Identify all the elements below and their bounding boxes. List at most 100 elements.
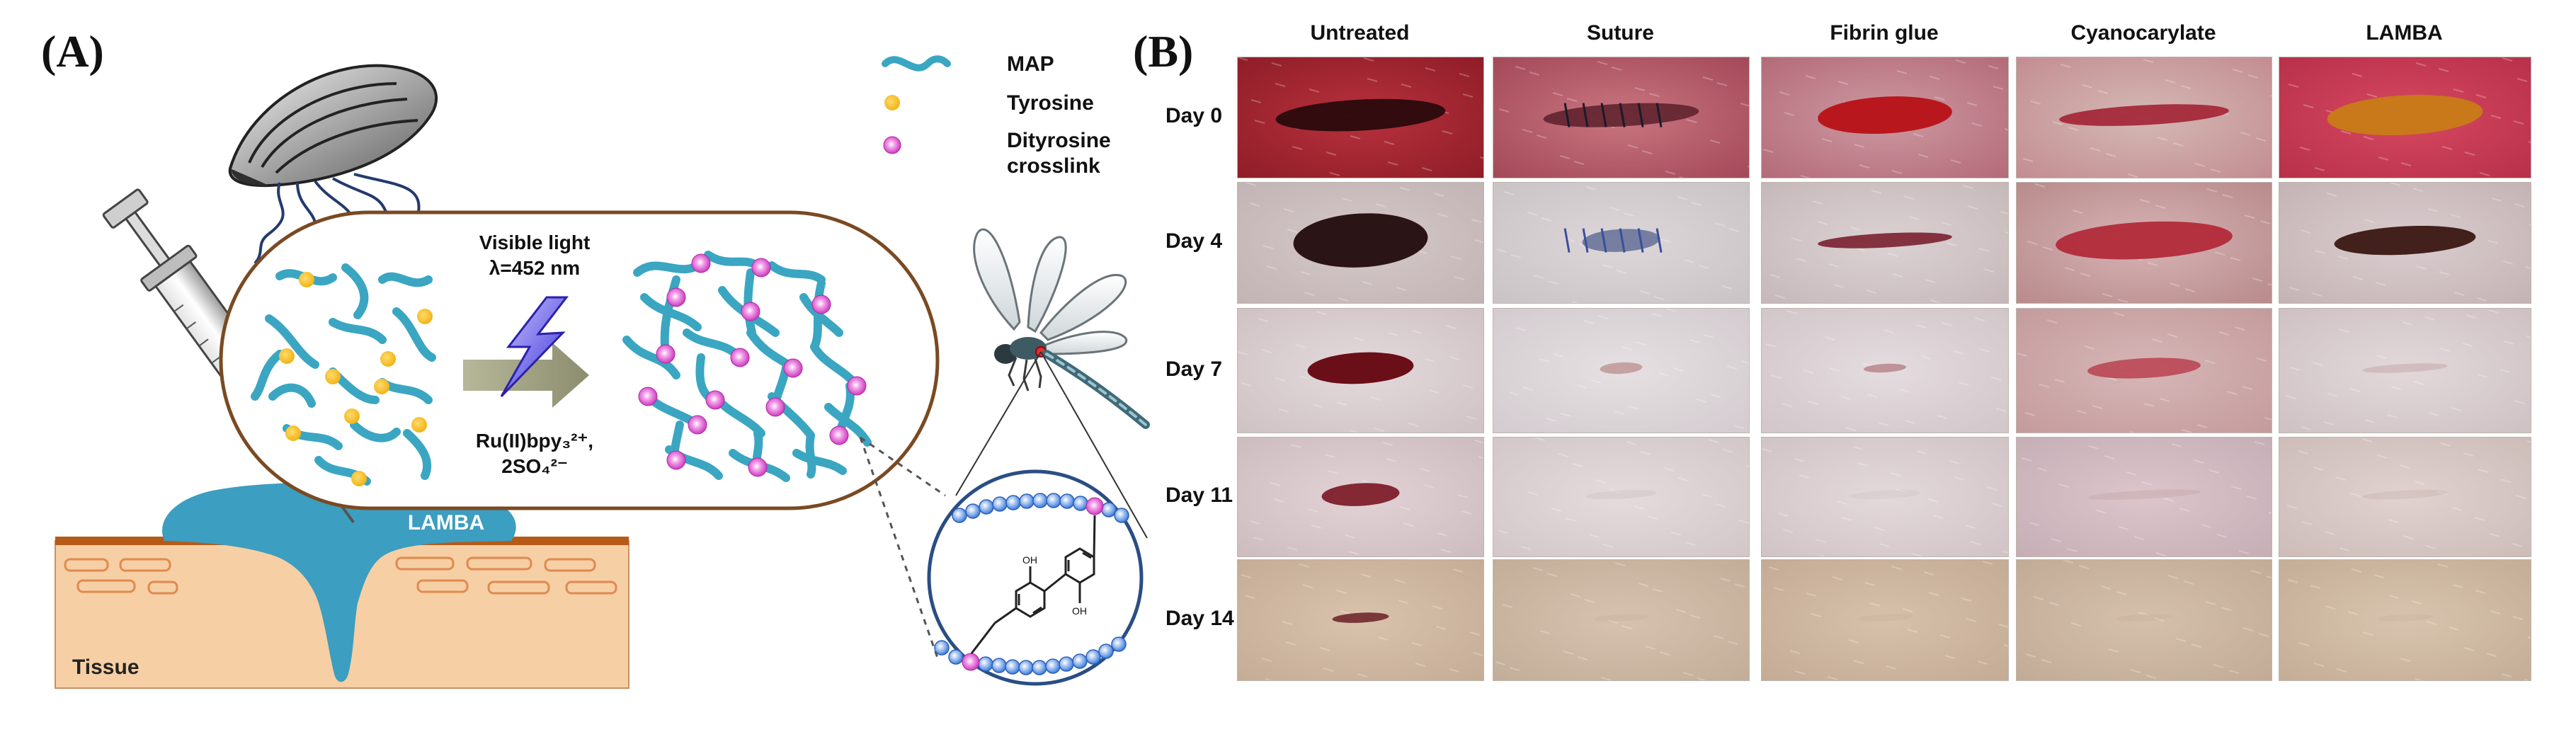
- fur-texture: [1727, 641, 1738, 645]
- fur-texture: [2206, 188, 2218, 193]
- fur-texture: [1634, 87, 1646, 91]
- fur-texture: [1454, 276, 1465, 280]
- fur-texture: [1510, 254, 1522, 258]
- wound-photo-graphic: [1246, 183, 1483, 302]
- dityrosine-molecule: [970, 515, 1096, 654]
- fur-texture: [1362, 480, 1373, 484]
- fur-texture: [2180, 85, 2192, 89]
- fur-texture: [2528, 141, 2531, 143]
- fur-texture: [2222, 194, 2233, 198]
- fur-texture: [1638, 583, 1649, 587]
- fur-texture: [1864, 582, 1876, 586]
- fur-texture: [1768, 566, 1779, 571]
- fur-texture: [1808, 401, 1819, 405]
- fur-texture: [2286, 395, 2297, 399]
- wound-photo-graphic: [2021, 441, 2272, 556]
- suture-stitch: [1563, 228, 1571, 253]
- fur-texture: [1934, 96, 1945, 101]
- mussel-shell: [228, 64, 438, 188]
- wound-photo: [1761, 437, 2009, 557]
- fur-texture: [1647, 515, 1658, 520]
- fur-texture: [1789, 650, 1801, 654]
- fur-texture: [2114, 312, 2125, 316]
- fur-texture: [1559, 155, 1571, 159]
- fur-texture: [2242, 627, 2254, 631]
- fur-texture: [2139, 199, 2150, 203]
- fur-texture: [1425, 67, 1436, 72]
- wound-photo: [1493, 308, 1750, 433]
- fur-texture: [1323, 668, 1334, 672]
- fur-texture: [2181, 429, 2192, 433]
- fur-texture: [2452, 584, 2463, 588]
- fur-texture: [1645, 646, 1656, 650]
- fur-texture: [1961, 597, 1972, 602]
- fur-texture: [1462, 93, 1474, 98]
- wound-mark: [2376, 614, 2434, 622]
- fur-texture: [2313, 467, 2324, 471]
- fur-texture: [1600, 677, 1612, 680]
- fur-texture: [1966, 618, 1977, 622]
- fur-texture: [2310, 585, 2321, 589]
- fur-texture: [1270, 482, 1281, 486]
- fur-texture: [1939, 634, 1951, 639]
- fur-texture: [1928, 592, 1939, 596]
- wound-photo-graphic: [1238, 311, 1477, 433]
- fur-texture: [2193, 459, 2204, 464]
- fur-texture: [2298, 450, 2309, 454]
- row-header: Day 11: [1166, 484, 1233, 507]
- fur-texture: [1403, 522, 1414, 527]
- fur-texture: [2517, 78, 2528, 82]
- fur-texture: [1784, 112, 1795, 116]
- fur-texture: [2039, 384, 2050, 388]
- wound-photo: [2016, 182, 2272, 304]
- fur-texture: [1709, 139, 1721, 144]
- wound-photo-graphic: [1241, 564, 1483, 680]
- fur-texture: [2046, 319, 2058, 324]
- fur-texture: [2157, 137, 2168, 141]
- fur-texture: [1697, 677, 1708, 680]
- fur-texture: [2487, 240, 2499, 244]
- fur-texture: [2230, 486, 2242, 490]
- suture-stitch: [1619, 103, 1626, 127]
- fur-texture: [1829, 367, 1840, 372]
- fur-texture: [2512, 543, 2523, 547]
- fur-texture: [1991, 503, 2002, 507]
- fur-texture: [1805, 75, 1816, 79]
- fur-texture: [1509, 667, 1520, 671]
- fur-texture: [2351, 568, 2362, 573]
- fur-texture: [2179, 508, 2190, 512]
- fur-texture: [1374, 428, 1385, 432]
- fur-texture: [1503, 191, 1515, 195]
- fur-texture: [1238, 57, 1248, 61]
- fur-texture: [1461, 510, 1472, 515]
- fur-texture: [1871, 190, 1882, 194]
- fur-texture: [1708, 439, 1719, 443]
- tissue-label: Tissue: [72, 656, 139, 679]
- wound-photo: [2279, 437, 2531, 557]
- fur-texture: [2194, 163, 2206, 167]
- fur-texture: [2141, 481, 2153, 486]
- fur-texture: [1522, 387, 1534, 391]
- wound-photo: [2016, 437, 2272, 557]
- fur-texture: [2489, 533, 2500, 537]
- panel-a-letter: (A): [41, 26, 104, 76]
- fur-texture: [2512, 616, 2524, 620]
- row-header: Day 0: [1166, 104, 1223, 127]
- fur-texture: [1415, 663, 1426, 667]
- fur-texture: [1478, 456, 1483, 459]
- fur-texture: [1573, 161, 1585, 165]
- fur-texture: [2352, 276, 2364, 280]
- fur-texture: [1498, 108, 1510, 113]
- fur-texture: [1382, 442, 1394, 446]
- fur-texture: [2092, 405, 2103, 409]
- fur-texture: [1899, 389, 1910, 393]
- fur-texture: [1377, 636, 1389, 641]
- fur-texture: [1457, 494, 1469, 498]
- fur-texture: [1824, 336, 1835, 341]
- fur-texture: [2479, 172, 2490, 176]
- fur-texture: [1986, 486, 1997, 491]
- fur-texture: [2502, 57, 2513, 62]
- fur-texture: [2488, 309, 2500, 314]
- fur-texture: [2159, 398, 2170, 402]
